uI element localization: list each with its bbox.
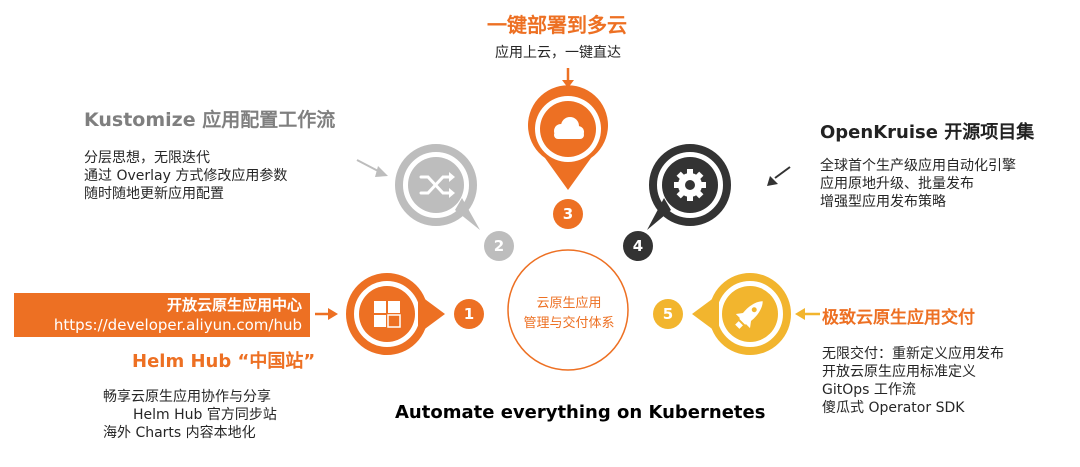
app-grid-icon (374, 301, 401, 328)
number-badge-2: 2 (484, 231, 514, 261)
number-badge-4: 4 (623, 231, 653, 261)
delivery-line: 开放云原生应用标准定义 (822, 364, 976, 380)
kustomize-desc: 分层思想，无限迭代 通过 Overlay 方式修改应用参数 随时随地更新应用配置 (84, 149, 287, 203)
hub-line: Helm Hub 官方同步站 (133, 407, 277, 423)
pin-5-rocket (692, 273, 791, 355)
shuffle-icon (419, 172, 455, 198)
rocket-icon (735, 301, 763, 329)
hub-line: 畅享云原生应用协作与分享 (103, 389, 271, 405)
arrow-to-kustomize-pin (356, 159, 388, 177)
gear-icon (674, 169, 706, 201)
tagline: Automate everything on Kubernetes (395, 402, 766, 423)
kustomize-line: 通过 Overlay 方式修改应用参数 (84, 168, 288, 184)
hub-desc: 畅享云原生应用协作与分享 Helm Hub 官方同步站 海外 Charts 内容… (103, 388, 277, 442)
center-label-line2: 管理与交付体系 (523, 316, 615, 331)
number-badge-5: 5 (653, 299, 683, 329)
arrow-to-delivery-pin (795, 308, 820, 320)
pin-3-cloud (528, 85, 609, 190)
pin-4-gear (647, 144, 731, 230)
delivery-line: GitOps 工作流 (822, 382, 916, 398)
kustomize-title: Kustomize 应用配置工作流 (84, 109, 336, 131)
openkruise-title: OpenKruise 开源项目集 (820, 122, 1035, 143)
kustomize-line: 分层思想，无限迭代 (84, 150, 210, 166)
top-arrow (562, 68, 574, 88)
pin-1-grid (346, 273, 445, 355)
multicloud-title: 一键部署到多云 (487, 13, 627, 37)
cloud-icon (554, 117, 584, 139)
hub-banner-title: 开放云原生应用中心 (166, 296, 302, 314)
delivery-line: 傻瓜式 Operator SDK (822, 400, 965, 416)
arrow-from-hub-banner (315, 308, 338, 320)
kustomize-line: 随时随地更新应用配置 (84, 186, 224, 202)
delivery-title: 极致云原生应用交付 (822, 308, 975, 328)
openkruise-line: 应用原地升级、批量发布 (820, 176, 974, 192)
openkruise-desc: 全球首个生产级应用自动化引擎 应用原地升级、批量发布 增强型应用发布策略 (820, 157, 1016, 211)
openkruise-line: 全球首个生产级应用自动化引擎 (820, 158, 1016, 174)
hub-title: Helm Hub “中国站” (132, 351, 316, 372)
hub-line: 海外 Charts 内容本地化 (103, 425, 256, 441)
hub-banner: 开放云原生应用中心 https://developer.aliyun.com/h… (14, 293, 310, 337)
openkruise-line: 增强型应用发布策略 (820, 194, 946, 210)
center-label: 云原生应用 管理与交付体系 (519, 294, 619, 334)
number-badge-1: 1 (454, 299, 484, 329)
center-label-line1: 云原生应用 (536, 296, 602, 311)
multicloud-desc: 应用上云，一键直达 (495, 45, 621, 61)
delivery-line: 无限交付：重新定义应用发布 (822, 346, 1004, 362)
center-circle (507, 249, 629, 371)
arrow-to-openkruise-pin (767, 166, 791, 186)
delivery-desc: 无限交付：重新定义应用发布 开放云原生应用标准定义 GitOps 工作流 傻瓜式… (822, 345, 1004, 417)
pin-2-shuffle (395, 144, 480, 230)
hub-banner-url[interactable]: https://developer.aliyun.com/hub (53, 316, 302, 334)
number-badge-3: 3 (553, 199, 583, 229)
